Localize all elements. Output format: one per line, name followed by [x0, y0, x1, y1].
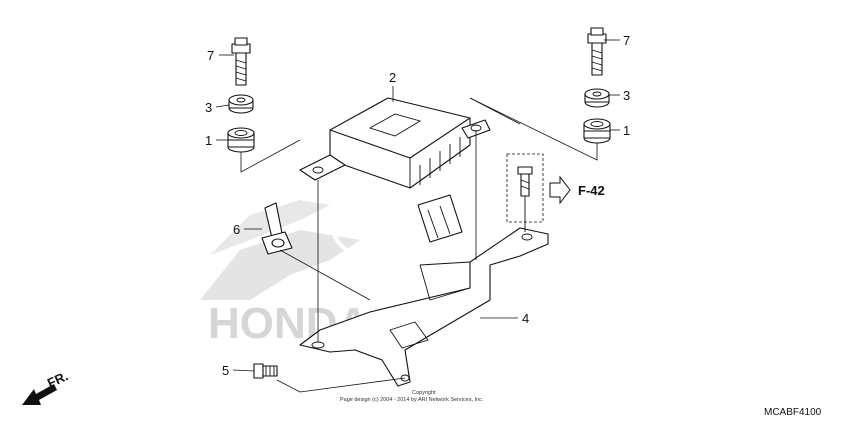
- rubber-mount-right[interactable]: [583, 118, 611, 144]
- control-unit[interactable]: [299, 97, 491, 189]
- reference-bolt-group: [506, 153, 544, 232]
- callout-6: 6: [233, 222, 240, 237]
- assembly-lines: [276, 97, 521, 393]
- exploded-line-left: [240, 139, 301, 173]
- callout-1-right: 1: [623, 123, 630, 138]
- bolt-small[interactable]: [253, 363, 278, 379]
- copyright-line-2: Page design (c) 2004 - 2014 by ARI Netwo…: [340, 397, 484, 403]
- callout-7-right: 7: [623, 33, 630, 48]
- rubber-mount-left[interactable]: [227, 127, 255, 153]
- bolt-right[interactable]: [587, 27, 607, 76]
- reference-label[interactable]: F-42: [578, 183, 605, 198]
- reference-arrow-icon: [549, 175, 571, 205]
- callout-7-left: 7: [207, 48, 214, 63]
- callout-3-left: 3: [205, 100, 212, 115]
- exploded-line-right: [469, 97, 598, 161]
- callout-2: 2: [389, 70, 396, 85]
- collar-left[interactable]: [228, 94, 254, 114]
- front-indicator: FR.: [22, 368, 70, 405]
- diagram-code: MCABF4100: [764, 407, 822, 418]
- collar-right[interactable]: [584, 88, 610, 108]
- callout-1-left: 1: [205, 133, 212, 148]
- callout-3-right: 3: [623, 88, 630, 103]
- bolt-left[interactable]: [231, 37, 251, 86]
- reference-link[interactable]: F-42: [549, 175, 605, 205]
- wire-harness: [328, 188, 426, 258]
- harness-clip[interactable]: [261, 202, 293, 255]
- leader-lines: [215, 39, 620, 372]
- callout-5: 5: [222, 363, 229, 378]
- connector: [417, 194, 463, 243]
- front-direction-arrow-icon: [22, 384, 57, 405]
- copyright-line-1: Copyright: [412, 390, 436, 396]
- front-label: FR.: [45, 368, 70, 390]
- callout-4: 4: [522, 311, 529, 326]
